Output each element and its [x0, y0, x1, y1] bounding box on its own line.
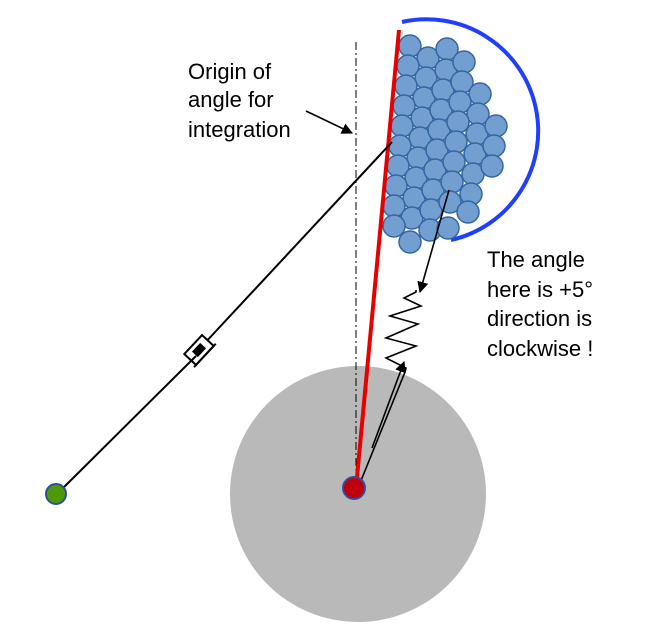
particle-cluster [382, 34, 508, 254]
origin-label: Origin of angle for integration [188, 59, 291, 142]
particle [382, 214, 406, 238]
container-arc [401, 17, 541, 242]
spring-arrow-up [371, 360, 406, 449]
lever-line [354, 29, 401, 489]
origin-label-line-1: Origin of [188, 59, 272, 84]
spring-arrow-down [417, 189, 450, 294]
particle [398, 230, 422, 254]
damper-rod-upper [202, 141, 393, 346]
anchor-point [45, 483, 67, 505]
particle [440, 170, 464, 194]
damper-rod-lower [57, 355, 197, 494]
spring [357, 290, 424, 489]
origin-label-line-3: integration [188, 117, 291, 142]
particle [446, 110, 470, 134]
angle-label-line-1: The angle [487, 247, 585, 272]
particle [452, 50, 476, 74]
angle-label-line-2: here is +5° [487, 277, 593, 302]
particle [444, 130, 468, 154]
damper [182, 333, 217, 368]
origin-pointer-arrow [305, 110, 354, 134]
particle [442, 150, 466, 174]
particle [456, 200, 480, 224]
angle-label-line-4: clockwise ! [487, 336, 593, 361]
particle [484, 114, 508, 138]
angle-label-line-3: direction is [487, 306, 592, 331]
origin-label-line-2: angle for [188, 87, 274, 112]
angle-label: The angle here is +5° direction is clock… [487, 247, 599, 361]
particle [468, 82, 492, 106]
particle [482, 134, 506, 158]
particle [436, 216, 460, 240]
particle [480, 154, 504, 178]
pivot-point [342, 476, 366, 500]
